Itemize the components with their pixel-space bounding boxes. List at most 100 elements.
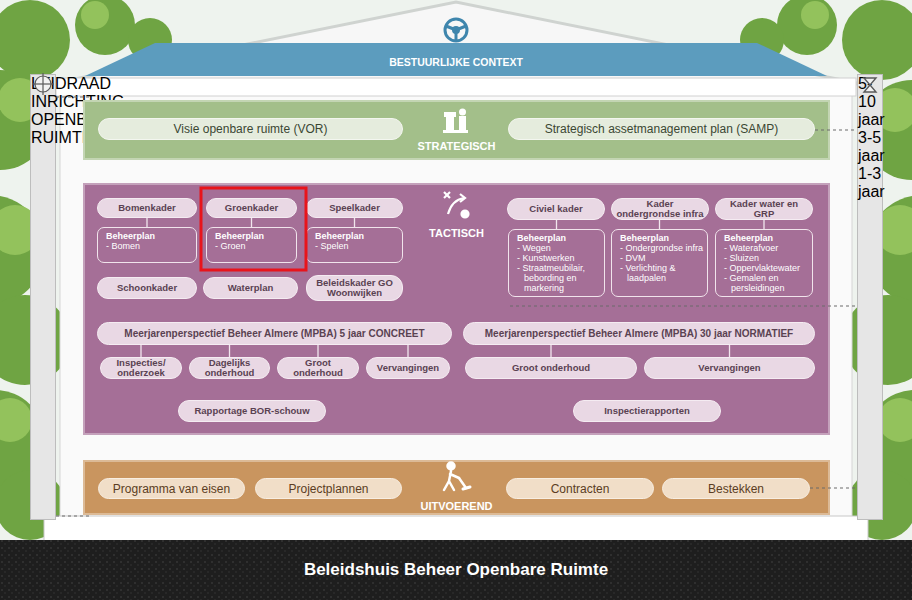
decoration-shape [878, 398, 912, 442]
floor-slab [44, 516, 868, 542]
plan-heading: Beheerplan [315, 231, 399, 241]
plan-item: - Verlichting & laadpalen [620, 263, 704, 283]
policy-pill: Strategisch assetmanagement plan (SAMP) [508, 118, 815, 140]
decoration-shape [454, 28, 459, 33]
worker-icon [444, 463, 470, 491]
connector-line [556, 220, 557, 229]
pill-label: Contracten [551, 482, 610, 496]
plan-box: Beheerplan- Wegen- Kunstwerken- Straatme… [508, 229, 605, 297]
policy-pill: Vervangingen [366, 357, 450, 379]
decoration-shape [815, 130, 857, 131]
pill-label: Inspectierapporten [604, 406, 690, 416]
connector-line [251, 218, 252, 227]
plan-box: Beheerplan- Ondergrondse infra- DVM- Ver… [611, 229, 708, 297]
policy-pill: Civiel kader [507, 198, 605, 220]
plan-heading: Beheerplan [517, 233, 601, 243]
pill-label: Groot onderhoud [282, 358, 354, 378]
connector-line [659, 220, 660, 229]
policy-pill: Kader ondergrondse infra [611, 198, 709, 220]
roof-beam [56, 78, 856, 96]
roof-label: BESTUURLIJKE CONTEXT [85, 56, 827, 68]
pill-label: Groot onderhoud [512, 363, 590, 373]
operational-band: UITVOERENDProgramma van eisenProjectplan… [83, 460, 830, 515]
plan-item: - Ondergrondse infra [620, 243, 704, 253]
policy-pill: Inspecties/ onderzoek [100, 357, 182, 379]
band-label: STRATEGISCH [83, 140, 830, 152]
decoration-shape [444, 192, 450, 198]
plan-item: - Kunstwerken [517, 253, 601, 263]
decoration-shape [81, 1, 109, 29]
plan-item: - Straatmeubilair, bebording en markerin… [517, 263, 601, 293]
pill-label: Schoonkader [117, 283, 177, 293]
decoration-shape [445, 19, 467, 41]
policy-pill: Bestekken [662, 478, 810, 499]
policy-pill: Projectplannen [255, 478, 402, 499]
connector-line [729, 345, 730, 357]
plan-item: - Gemalen en persleidingen [724, 273, 809, 293]
decoration-shape [446, 26, 456, 30]
plan-box: Beheerplan- Groen [206, 227, 297, 263]
connector-line [146, 218, 147, 227]
decoration-shape [56, 516, 90, 517]
policy-pill: LEIDRAAD INRICHTING OPENBARE RUIMTE [30, 74, 56, 520]
connector-line [354, 218, 355, 227]
roof-band-fill [85, 43, 827, 76]
pill-label: Programma van eisen [113, 482, 230, 496]
policy-pill: Contracten [506, 478, 654, 499]
house-wall [60, 80, 852, 520]
tree-highlight [0, 1, 912, 442]
pill-label: Meerjarenperspectief Beheer Almere (MPBA… [124, 329, 424, 339]
diagram-title: Beleidshuis Beheer Openbare Ruimte [0, 560, 912, 580]
plan-item: - Groen [215, 241, 293, 251]
connector-line [407, 345, 408, 357]
tree-foliage [0, 0, 912, 540]
decoration-shape [0, 398, 32, 442]
plan-item: - DVM [620, 253, 704, 263]
pill-label: Inspecties/ onderzoek [105, 358, 177, 378]
pill-label: LEIDRAAD INRICHTING OPENBARE RUIMTE [31, 75, 55, 147]
decoration-shape [842, 0, 912, 80]
plan-item: - Bomen [106, 241, 193, 251]
plan-item: - Waterafvoer [724, 243, 809, 253]
pill-label: Rapportage BOR-schouw [194, 406, 309, 416]
decoration-shape [459, 116, 466, 130]
steering-wheel-icon [445, 19, 467, 41]
pill-label: Kader ondergrondse infra [616, 199, 704, 219]
pill-label: Waterplan [228, 283, 274, 293]
pill-label: Dagelijks onderhoud [194, 358, 265, 378]
decoration-shape [463, 487, 470, 489]
decoration-shape [457, 130, 468, 133]
pill-label: Vervangingen [377, 363, 439, 373]
connector-line [229, 345, 230, 357]
plan-heading: Beheerplan [106, 231, 193, 241]
policy-pill: Speelkader [306, 198, 403, 218]
decoration-shape [510, 306, 857, 307]
policy-pill: Schoonkader [97, 277, 197, 299]
pill-label: Beleidskader GO Woonwijken [311, 278, 398, 298]
ground [0, 540, 912, 600]
decoration-shape [32, 83, 54, 84]
pill-label: Civiel kader [529, 204, 582, 214]
plan-box: Beheerplan- Waterafvoer- Sluizen- Opperv… [715, 229, 813, 297]
pill-label: Speelkader [329, 203, 380, 213]
pill-label: Vervangingen [698, 363, 760, 373]
pill-label: 1-3 jaar [858, 165, 882, 201]
roof-outline [50, 2, 862, 84]
compass-icon [32, 73, 54, 95]
policy-pill: Kader water en GRP [715, 198, 813, 220]
plan-box: Beheerplan- Spelen [306, 227, 403, 263]
plan-heading: Beheerplan [620, 233, 704, 243]
plan-item: - Spelen [315, 241, 399, 251]
policy-pill: Inspectierapporten [573, 400, 721, 422]
pill-label: Groenkader [225, 203, 278, 213]
decoration-shape [460, 194, 465, 202]
pill-label: 3-5 jaar [858, 129, 882, 165]
plan-item: - Wegen [517, 243, 601, 253]
decoration-shape [448, 198, 464, 214]
decoration-shape [459, 109, 466, 116]
policy-pill: Meerjarenperspectief Beheer Almere (MPBA… [97, 322, 452, 345]
roof-band: BESTUURLIJKE CONTEXT [85, 43, 827, 76]
